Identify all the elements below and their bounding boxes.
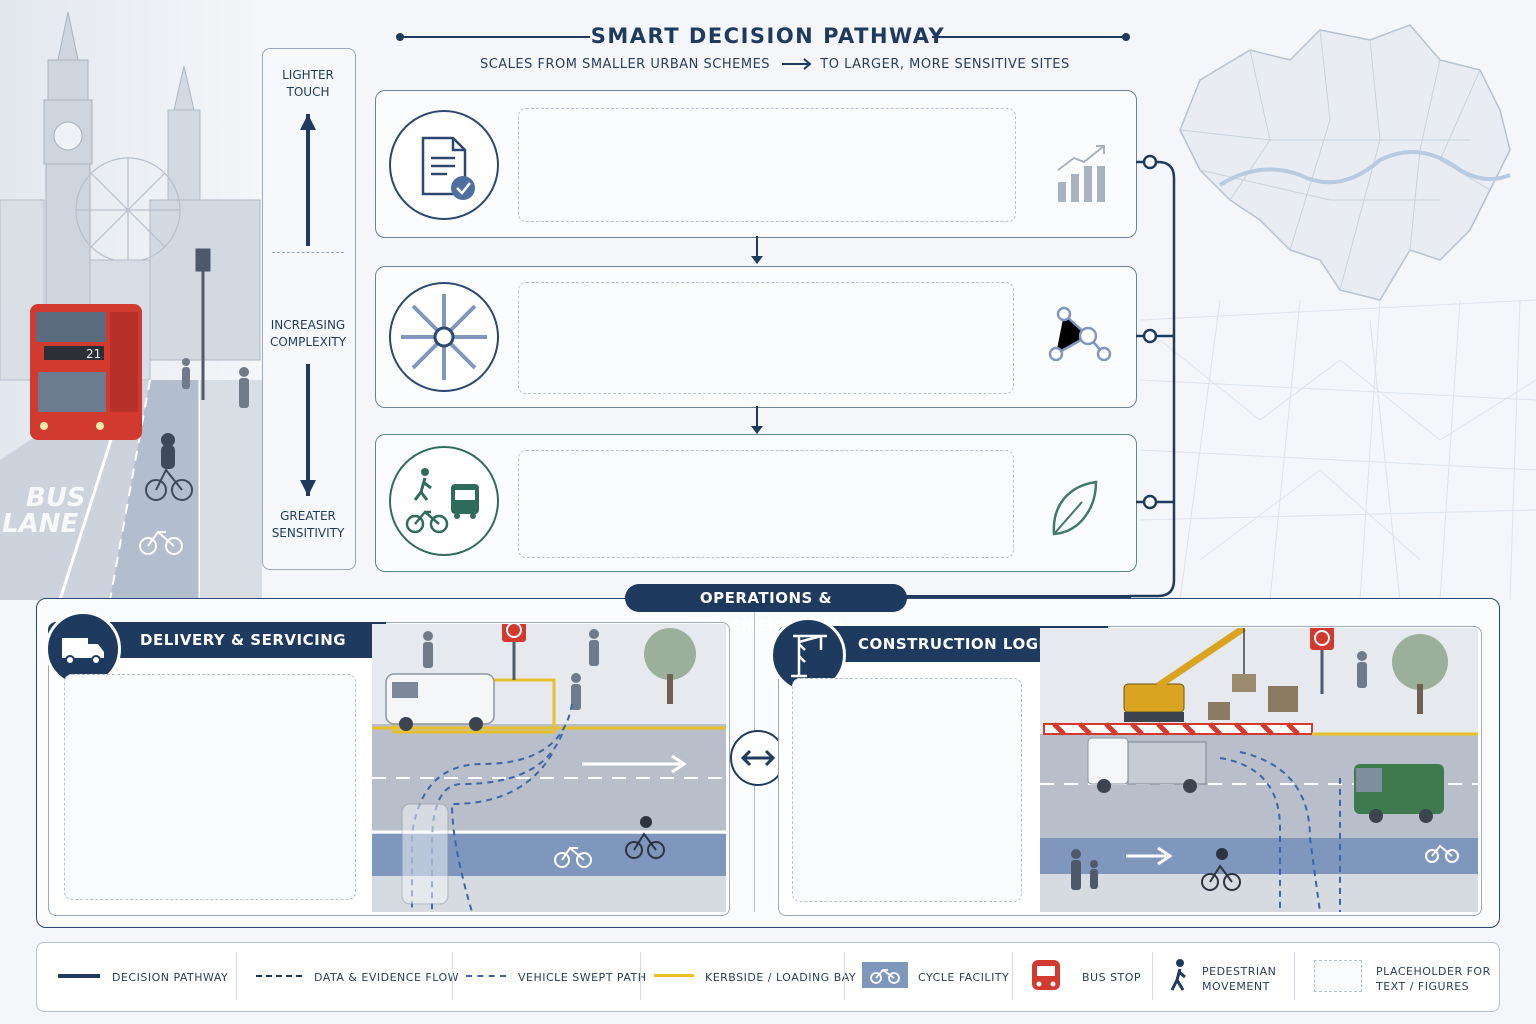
construction-bus-stop-sign-icon	[1310, 628, 1334, 694]
london-boroughs-outline	[1179, 24, 1511, 301]
lamp-post-icon	[195, 248, 211, 400]
legend-separator-1	[236, 952, 237, 1000]
scale-top-line1: LIGHTER	[282, 68, 334, 82]
operations-label: OPERATIONS & IMPLEMENTATION	[625, 584, 907, 635]
legend-placeholder-label: PLACEHOLDER FOR TEXT / FIGURES	[1376, 964, 1491, 994]
legend-pedestrian-line1: PEDESTRIAN	[1202, 965, 1277, 978]
title-line-right	[932, 36, 1126, 38]
construction-street-illustration	[1040, 628, 1478, 912]
bus-stop-sign-icon	[502, 624, 526, 680]
refuse-truck-icon	[1354, 764, 1444, 823]
construction-placeholder	[792, 678, 1022, 902]
pathway-arrow-1-icon	[751, 236, 763, 264]
legend-data-flow-swatch	[256, 975, 302, 977]
scale-bottom-line1: GREATER	[280, 509, 336, 523]
stage-1-placeholder	[518, 108, 1016, 222]
cycle-marking-icon	[554, 846, 592, 868]
scale-mid-label: INCREASING COMPLEXITY	[262, 317, 354, 351]
legend-swept-path-swatch	[466, 975, 506, 977]
big-ben-icon	[43, 11, 93, 325]
legend-decision-pathway-swatch	[58, 974, 100, 978]
london-eye-icon	[75, 157, 181, 263]
legend-placeholder-line1: PLACEHOLDER FOR	[1376, 965, 1491, 978]
red-double-decker-bus-icon	[30, 304, 142, 440]
legend-data-flow-label: DATA & EVIDENCE FLOW	[314, 971, 460, 984]
legend-decision-pathway-label: DECISION PATHWAY	[112, 971, 229, 984]
cyclist-icon	[145, 433, 193, 501]
legend-placeholder-line2: TEXT / FIGURES	[1376, 980, 1470, 993]
subtitle-right: TO LARGER, MORE SENSITIVE SITES	[820, 57, 1070, 72]
bus-lane-marking: BUS LANE	[2, 483, 95, 539]
construction-panel-title: CONSTRUCTION LOGISTICS	[858, 635, 1096, 653]
construction-tree-icon	[1392, 634, 1448, 714]
construction-cyclist-icon	[1201, 848, 1241, 891]
network-nodes-icon	[1048, 306, 1112, 362]
legend-cycle-swatch-icon	[862, 962, 908, 988]
legend-separator-3	[640, 952, 641, 1000]
tower-icon	[149, 65, 261, 361]
legend-separator-5	[1012, 952, 1013, 1000]
legend-separator-7	[1294, 952, 1295, 1000]
scale-bottom-line2: SENSITIVITY	[271, 526, 345, 540]
city-map-background	[1140, 24, 1536, 600]
spoked-wheel-icon	[389, 282, 499, 392]
london-street-scene: 21 BUS LANE	[0, 0, 262, 600]
scale-bottom-label: GREATER SENSITIVITY	[262, 508, 354, 542]
bar-chart-growth-icon	[1057, 145, 1105, 202]
delivery-placeholder	[64, 674, 356, 900]
stage-2-placeholder	[518, 282, 1014, 394]
legend-pedestrian-icon	[1170, 959, 1186, 991]
tree-icon	[644, 628, 696, 704]
tipper-truck-icon	[1087, 737, 1207, 793]
legend-pedestrian-label: PEDESTRIAN MOVEMENT	[1202, 964, 1276, 994]
subtitle-arrow-icon	[782, 58, 812, 70]
scale-top-label: LIGHTER TOUCH	[262, 67, 354, 101]
leaf-icon	[1052, 480, 1098, 536]
legend-kerbside-swatch	[654, 974, 694, 977]
legend-separator-4	[844, 952, 845, 1000]
construction-cycle-marking-icon	[1425, 844, 1459, 863]
bus-route-number: 21	[86, 347, 101, 361]
scale-down-arrow-icon	[300, 364, 316, 496]
legend-separator-2	[452, 952, 453, 1000]
scale-divider	[272, 252, 344, 253]
legend-placeholder-swatch	[1314, 960, 1362, 992]
legend-kerbside-label: KERBSIDE / LOADING BAY	[705, 971, 857, 984]
legend-separator-6	[1152, 952, 1153, 1000]
decision-pathway-connector	[1130, 154, 1176, 598]
stage-3-placeholder	[518, 450, 1014, 558]
legend-bus-stop-label: BUS STOP	[1082, 971, 1142, 984]
page-title: SMART DECISION PATHWAY	[590, 24, 946, 48]
legend-bus-stop-icon	[1032, 960, 1060, 990]
pedestrian-bike-bus-icon	[389, 446, 499, 556]
document-check-icon	[389, 110, 499, 220]
delivery-street-illustration	[372, 624, 726, 912]
pathway-arrow-2-icon	[751, 406, 763, 434]
river-thames-line	[1218, 150, 1511, 187]
white-van-icon	[385, 673, 495, 731]
scale-mid-line2: COMPLEXITY	[269, 335, 347, 349]
legend-pedestrian-line2: MOVEMENT	[1202, 980, 1270, 993]
title-line-left	[400, 36, 590, 38]
cycle-lane-marking	[139, 530, 183, 555]
title-line-right-dot	[1122, 33, 1130, 41]
yellow-crane-icon	[1123, 628, 1256, 722]
scale-up-arrow-icon	[300, 114, 316, 246]
legend-swept-path-label: VEHICLE SWEPT PATH	[518, 971, 647, 984]
double-arrow-icon	[730, 730, 786, 786]
legend-cycle-label: CYCLE FACILITY	[918, 971, 1010, 984]
subtitle-left: SCALES FROM SMALLER URBAN SCHEMES	[479, 57, 771, 72]
delivery-cyclist-icon	[625, 816, 665, 859]
ops-link-line	[905, 595, 1131, 598]
legend	[36, 942, 1500, 1012]
delivery-panel-title: DELIVERY & SERVICING	[140, 631, 347, 649]
scale-mid-line1: INCREASING	[270, 318, 346, 332]
swept-van-ghost-icon	[401, 803, 449, 905]
scale-top-line2: TOUCH	[286, 85, 330, 99]
